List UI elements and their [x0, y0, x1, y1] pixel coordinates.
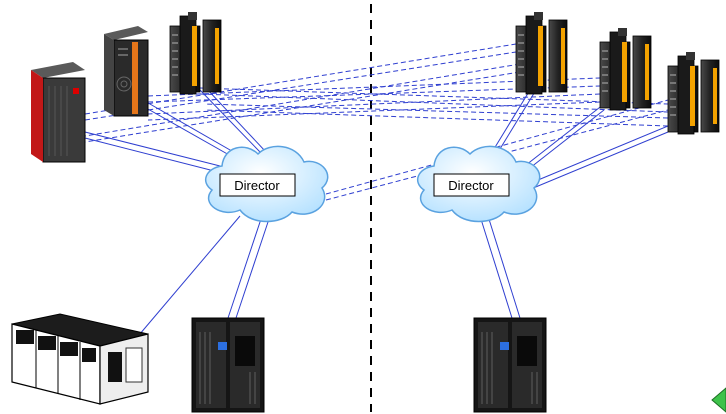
storage-array-icon: [473, 317, 547, 413]
right-director-cloud: Director: [416, 145, 541, 223]
storage-array-icon: [191, 317, 265, 413]
mainframe-server-icon: [599, 27, 652, 111]
mainframe-server-icon: [515, 11, 568, 95]
red-server-rack-icon: [31, 62, 86, 163]
left-director-cloud: Director: [204, 145, 329, 223]
left-site-links: [84, 87, 271, 349]
mainframe-server-icon: [667, 51, 720, 135]
green-arrow-icon: [711, 387, 726, 413]
right-director-label-box: [433, 173, 510, 197]
right-director-label: Director: [448, 178, 494, 193]
left-director-label-box: [219, 173, 296, 197]
left-director-label: Director: [234, 178, 280, 193]
tape-library-icon: [11, 313, 149, 405]
mainframe-server-icon: [169, 11, 222, 95]
orange-server-rack-icon: [104, 26, 149, 117]
